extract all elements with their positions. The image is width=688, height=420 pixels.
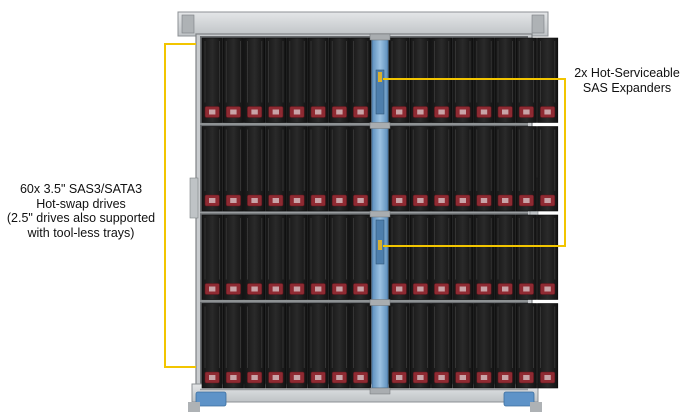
drive-bay[interactable] <box>328 126 350 212</box>
drive-bay[interactable] <box>244 37 266 123</box>
rail-bracket <box>369 210 391 218</box>
drive-bay[interactable] <box>307 214 329 300</box>
drive-bay[interactable] <box>328 303 350 389</box>
drive-bay[interactable] <box>452 214 474 300</box>
drive-bay[interactable] <box>328 214 350 300</box>
drive-bay[interactable] <box>473 37 495 123</box>
expanders-callout-label: 2x Hot-Serviceable SAS Expanders <box>574 66 680 95</box>
drive-bay[interactable] <box>515 126 537 212</box>
drive-bay[interactable] <box>201 37 223 123</box>
drive-bay[interactable] <box>452 126 474 212</box>
drive-bay[interactable] <box>473 126 495 212</box>
drive-bay[interactable] <box>431 126 453 212</box>
drive-bay[interactable] <box>515 37 537 123</box>
rail-bracket <box>369 299 391 306</box>
drive-bay[interactable] <box>328 37 350 123</box>
drive-bay[interactable] <box>286 303 308 389</box>
drive-bay[interactable] <box>222 214 244 300</box>
drive-bays <box>200 37 559 391</box>
sas-expander-1 <box>375 69 385 115</box>
drive-bay[interactable] <box>473 214 495 300</box>
sas-expander-2 <box>375 219 385 265</box>
rail-bracket <box>369 122 391 129</box>
drive-bay[interactable] <box>537 214 559 300</box>
drive-bay[interactable] <box>244 214 266 300</box>
drive-bay[interactable] <box>201 126 223 212</box>
drive-bay[interactable] <box>431 214 453 300</box>
drive-bay[interactable] <box>494 126 516 212</box>
drive-bay[interactable] <box>307 126 329 212</box>
drive-bay[interactable] <box>201 214 223 300</box>
drive-bay[interactable] <box>409 303 431 389</box>
drive-bay[interactable] <box>222 126 244 212</box>
drive-bay[interactable] <box>515 303 537 389</box>
drive-bay[interactable] <box>244 126 266 212</box>
drive-bay[interactable] <box>265 214 287 300</box>
drive-bay[interactable] <box>409 126 431 212</box>
top-latch-housing <box>177 11 549 37</box>
drive-bay[interactable] <box>452 303 474 389</box>
drive-bay[interactable] <box>286 214 308 300</box>
drive-bay[interactable] <box>265 126 287 212</box>
drive-bay[interactable] <box>222 37 244 123</box>
drive-bay[interactable] <box>452 37 474 123</box>
drive-bay[interactable] <box>388 126 410 212</box>
expanders-callout-bracket <box>383 78 566 247</box>
rail-bracket <box>369 387 391 395</box>
drive-bay[interactable] <box>307 37 329 123</box>
drive-bay[interactable] <box>286 37 308 123</box>
drive-bay[interactable] <box>537 126 559 212</box>
drive-bay[interactable] <box>473 303 495 389</box>
drive-bay[interactable] <box>388 37 410 123</box>
drive-bay[interactable] <box>431 303 453 389</box>
drive-bay[interactable] <box>388 303 410 389</box>
drive-bay[interactable] <box>350 37 372 123</box>
rail-bracket <box>369 33 391 41</box>
drive-bay[interactable] <box>244 303 266 389</box>
drive-bay[interactable] <box>265 37 287 123</box>
drive-bay[interactable] <box>286 126 308 212</box>
drive-bay[interactable] <box>350 126 372 212</box>
drive-bay[interactable] <box>537 303 559 389</box>
drive-bay[interactable] <box>409 214 431 300</box>
drive-bay[interactable] <box>494 214 516 300</box>
drive-bay[interactable] <box>350 214 372 300</box>
drive-bay[interactable] <box>201 303 223 389</box>
drive-bay[interactable] <box>222 303 244 389</box>
drive-bay[interactable] <box>515 214 537 300</box>
drive-bay[interactable] <box>494 37 516 123</box>
drive-bay[interactable] <box>350 303 372 389</box>
drive-bay[interactable] <box>537 37 559 123</box>
midplane-rail <box>369 33 391 395</box>
drive-bay[interactable] <box>409 37 431 123</box>
drive-bay[interactable] <box>431 37 453 123</box>
drives-callout-bracket <box>164 43 196 368</box>
drives-callout-label: 60x 3.5" SAS3/SATA3 Hot-swap drives (2.5… <box>6 182 156 240</box>
drive-bay[interactable] <box>307 303 329 389</box>
drive-bay[interactable] <box>265 303 287 389</box>
drive-bay[interactable] <box>494 303 516 389</box>
bottom-handles <box>188 383 542 412</box>
drive-bay[interactable] <box>388 214 410 300</box>
